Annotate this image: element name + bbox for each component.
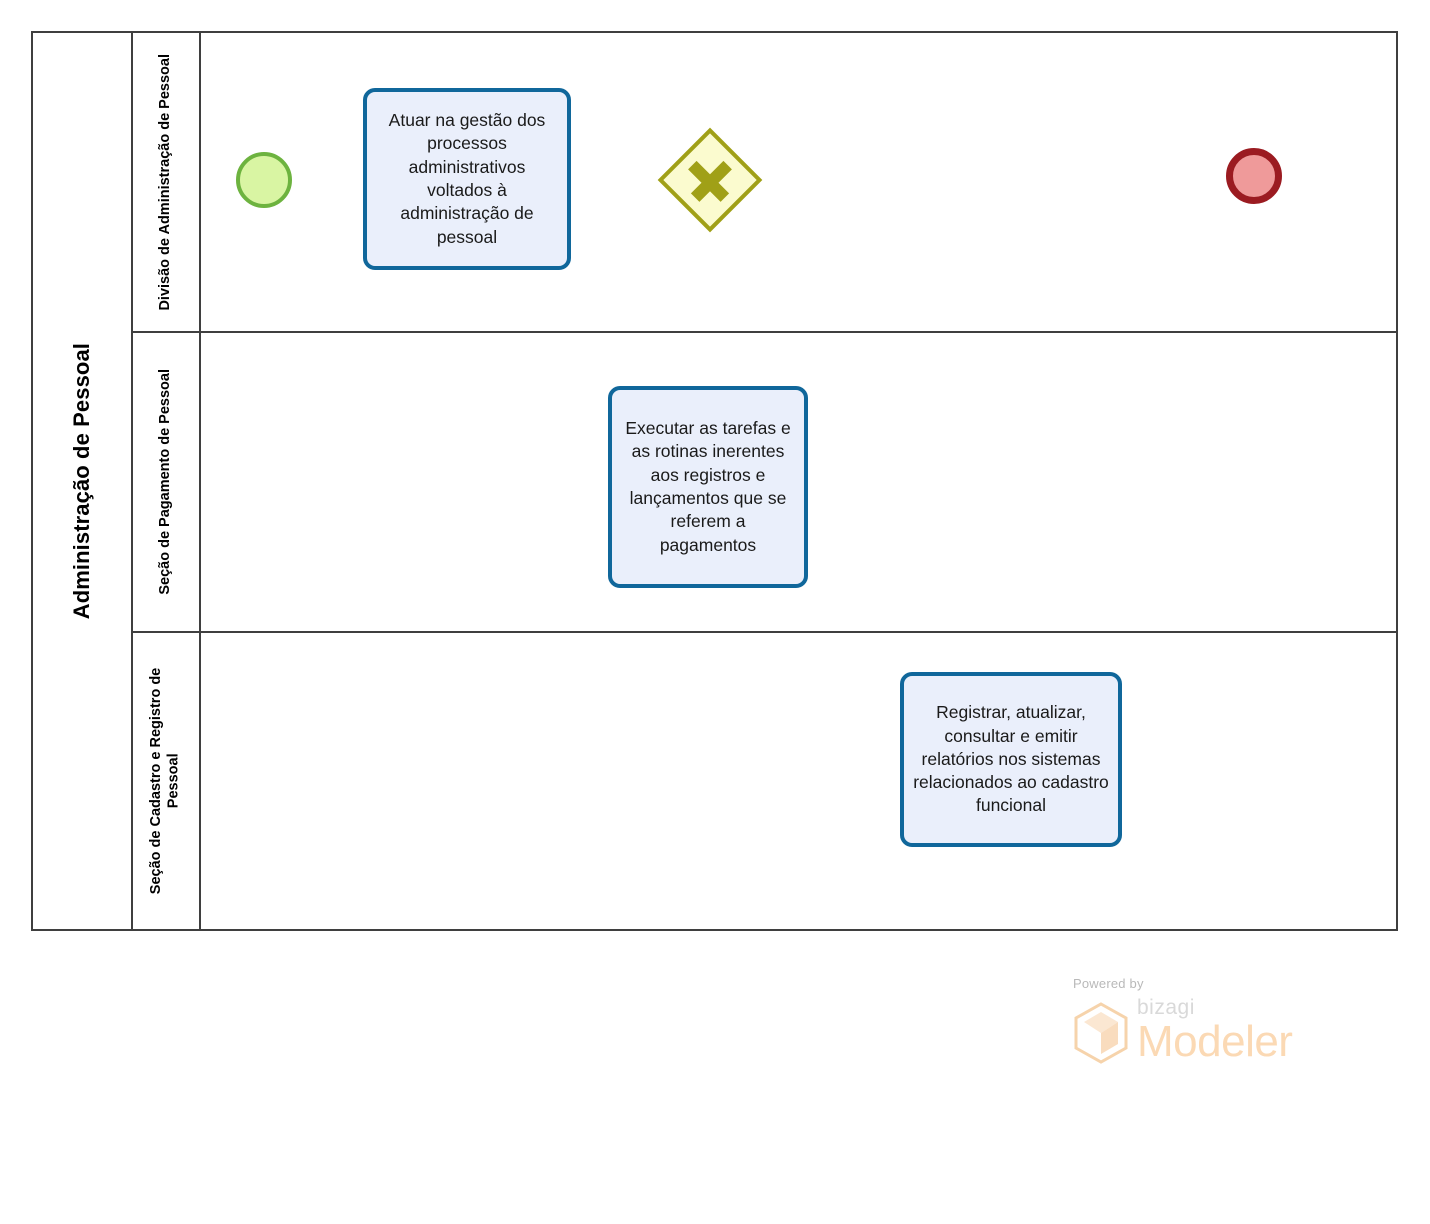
watermark-product: Modeler xyxy=(1137,1020,1292,1064)
task-registrar-atualizar-cadastro[interactable]: Registrar, atualizar, consultar e emitir… xyxy=(900,672,1122,847)
lane-divisao-de-administracao-de-pessoal[interactable]: Divisão de Administração de Pessoal xyxy=(133,33,1396,333)
lane-header-divisao: Divisão de Administração de Pessoal xyxy=(133,33,201,331)
pool-title: Administração de Pessoal xyxy=(33,33,133,929)
task-executar-tarefas-pagamentos[interactable]: Executar as tarefas e as rotinas inerent… xyxy=(608,386,808,588)
pool-title-label: Administração de Pessoal xyxy=(69,343,95,619)
lane-secao-de-cadastro-e-registro-de-pessoal[interactable]: Seção de Cadastro e Registro de Pessoal xyxy=(133,633,1396,929)
start-event[interactable] xyxy=(236,152,292,208)
bizagi-logo-icon xyxy=(1073,1002,1129,1064)
watermark-powered-by: Powered by xyxy=(1073,976,1333,991)
watermark-brand: bizagi xyxy=(1137,997,1292,1018)
lane-label-pagamento: Seção de Pagamento de Pessoal xyxy=(157,369,175,595)
task-atuar-na-gestao[interactable]: Atuar na gestão dos processos administra… xyxy=(363,88,571,270)
lane-label-cadastro: Seção de Cadastro e Registro de Pessoal xyxy=(148,640,183,921)
lane-label-divisao: Divisão de Administração de Pessoal xyxy=(157,54,175,311)
lane-header-cadastro: Seção de Cadastro e Registro de Pessoal xyxy=(133,633,201,929)
end-event[interactable] xyxy=(1226,148,1282,204)
lane-header-pagamento: Seção de Pagamento de Pessoal xyxy=(133,333,201,631)
bizagi-watermark: Powered by bizagi Modeler xyxy=(1073,976,1333,1076)
